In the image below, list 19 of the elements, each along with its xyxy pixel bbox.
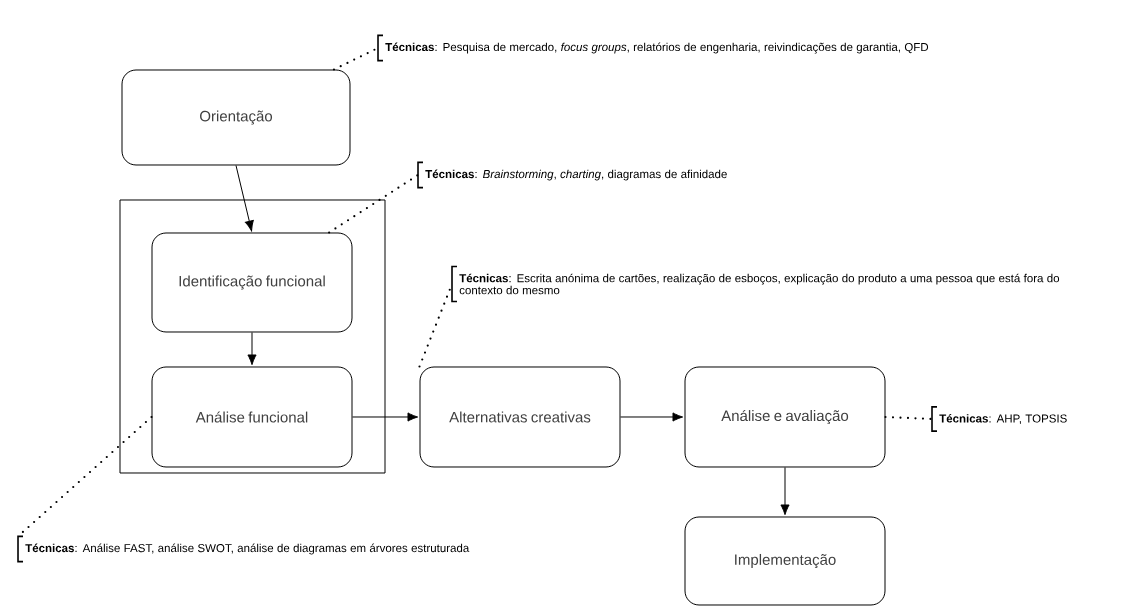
arrow (352, 412, 419, 422)
process-box: Identificação funcional (151, 232, 353, 333)
arrow (235, 165, 254, 232)
annotation-text: Técnicas: Escrita anónima de cartões, realização de esboços, explicação do produto a uma pessoa que está fora do contexto do mesmo (459, 273, 1060, 295)
arrow (780, 467, 790, 516)
process-box: Implementação (684, 516, 886, 606)
dotted-connector (884, 415, 934, 421)
process-box: Análise funcional (151, 366, 353, 468)
arrow (620, 412, 684, 422)
annotation-text: Técnicas: Brainstorming, charting, diagramas de afinidade (425, 169, 727, 181)
annotation-text: Técnicas: Pesquisa de mercado, focus groups, relatórios de engenharia, reivindicações de garantia, QFD (385, 42, 929, 54)
dotted-connector (328, 173, 420, 234)
group-frame (119, 199, 386, 474)
process-box: Alternativas creativas (419, 366, 621, 468)
process-box: Orientação (121, 69, 351, 166)
arrow (247, 332, 257, 366)
annotation-text: Técnicas: Análise FAST, análise SWOT, análise de diagramas em árvores estruturada (25, 543, 470, 555)
process-box: Análise e avaliação (684, 366, 886, 468)
annotation-text: Técnicas: AHP, TOPSIS (939, 414, 1067, 424)
